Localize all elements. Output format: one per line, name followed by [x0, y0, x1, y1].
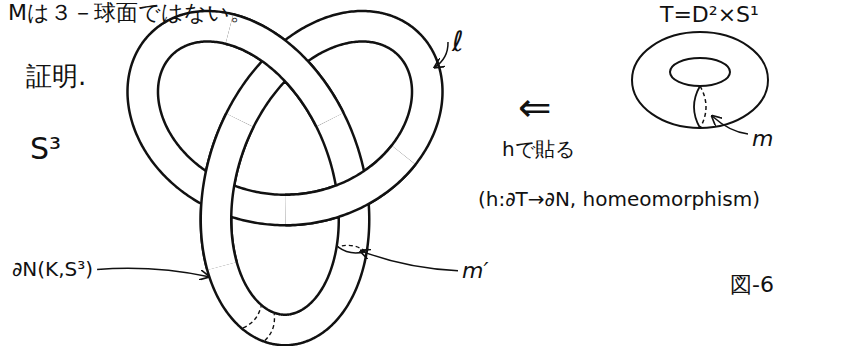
proof-heading: 証明.: [26, 62, 86, 92]
meridian-front: [338, 247, 366, 253]
glue-label: hで貼る: [502, 138, 575, 161]
torus-outer: [632, 32, 768, 128]
tube-inside: [229, 29, 330, 120]
trefoil-tube: [143, 26, 428, 330]
torus-label: T=D²×S¹: [660, 2, 759, 27]
leader-line: [361, 251, 458, 271]
glue-arrow: ⇐: [518, 84, 552, 130]
figure-number: 図-6: [730, 272, 774, 297]
meridian-back: [700, 86, 706, 128]
tube-outline: [229, 29, 330, 120]
leader-lines: [97, 42, 458, 277]
leader-line: [435, 42, 448, 67]
meridian-label: m: [752, 126, 773, 151]
longitude-label: ℓ: [452, 26, 464, 58]
tube-inside: [285, 155, 403, 210]
boundary-label: ∂N(K,S³): [12, 258, 93, 281]
meridian-back: [265, 314, 275, 340]
meridian-marks: [243, 245, 365, 340]
meridian-back: [243, 306, 261, 327]
solid-torus: [632, 32, 768, 134]
torus-hole: [670, 58, 730, 86]
meridian-front: [694, 86, 700, 128]
tube-inside: [143, 26, 428, 330]
map-note: (h:∂T→∂N, homeomorphism): [478, 188, 760, 211]
tube-outline: [143, 26, 428, 330]
space-label: S³: [30, 132, 61, 167]
tube-outline: [216, 120, 240, 266]
meridian-label: m′: [462, 258, 488, 283]
leader-line: [712, 116, 748, 134]
tube-inside: [216, 120, 240, 266]
tube-outline: [285, 155, 403, 210]
leader-line: [97, 268, 209, 276]
statement-text: Mは３－球面ではない。: [8, 0, 252, 25]
